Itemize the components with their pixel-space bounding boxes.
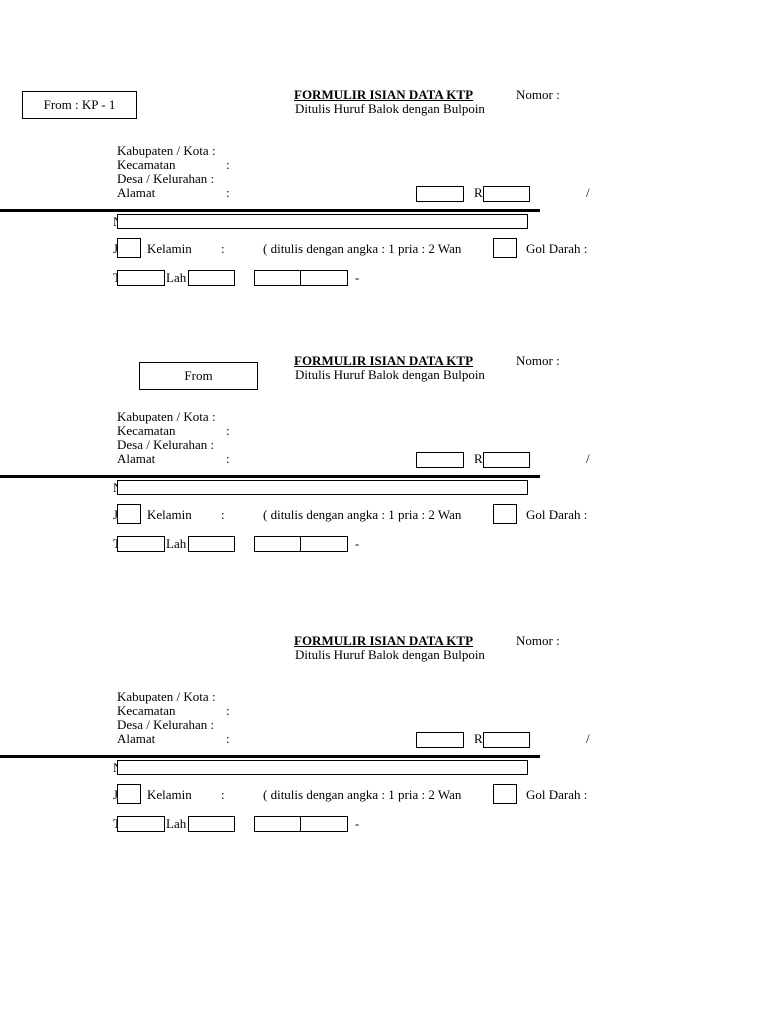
rw-slash: / <box>586 451 590 466</box>
bulan-input-box[interactable] <box>300 816 348 832</box>
kabupaten-label: Kabupaten / Kota : <box>117 689 216 704</box>
jenis-kelamin-box[interactable] <box>117 784 141 804</box>
nama-label: N <box>113 481 117 495</box>
lahir-input-box[interactable] <box>188 270 235 286</box>
ktp-form: FORMULIR ISIAN DATA KTP Nomor : Ditulis … <box>0 546 768 832</box>
jenis-kelamin-box[interactable] <box>117 238 141 258</box>
form-code-box: From : KP - 1 <box>22 91 137 119</box>
kelamin-colon: : <box>221 507 225 522</box>
kabupaten-label: Kabupaten / Kota : <box>117 143 216 158</box>
section-divider <box>0 475 540 478</box>
jenis-label: J <box>113 788 117 802</box>
rt-input-box[interactable] <box>483 452 530 468</box>
alamat-input-box[interactable] <box>416 452 464 468</box>
form-code-box: From <box>139 362 258 390</box>
date-dash: - <box>355 536 360 551</box>
warga-box[interactable] <box>493 504 517 524</box>
section-divider <box>0 209 540 212</box>
gol-darah-label: Gol Darah : <box>526 241 588 256</box>
tempat-input-box[interactable] <box>117 816 165 832</box>
ktp-form: From FORMULIR ISIAN DATA KTP Nomor : Dit… <box>0 266 768 552</box>
kelamin-colon: : <box>221 787 225 802</box>
kecamatan-label: Kecamatan <box>117 423 176 438</box>
kelamin-instruction: ( ditulis dengan angka : 1 pria : 2 Wan <box>263 788 462 802</box>
date-dash: - <box>355 816 360 831</box>
nomor-label: Nomor : <box>516 87 560 102</box>
kelamin-label: Kelamin <box>147 241 192 256</box>
date-dash: - <box>355 270 360 285</box>
kecamatan-label: Kecamatan <box>117 703 176 718</box>
desa-label: Desa / Kelurahan : <box>117 717 215 732</box>
bulan-input-box[interactable] <box>300 270 348 286</box>
kecamatan-label: Kecamatan <box>117 157 176 172</box>
rw-slash: / <box>586 185 590 200</box>
warga-box[interactable] <box>493 784 517 804</box>
desa-label: Desa / Kelurahan : <box>117 171 215 186</box>
jenis-label: J <box>113 508 117 522</box>
kecamatan-colon: : <box>226 423 230 438</box>
nama-input-box[interactable] <box>117 214 528 229</box>
form-code-label: From : KP - 1 <box>43 97 116 112</box>
nomor-label: Nomor : <box>516 353 560 368</box>
kelamin-instruction: ( ditulis dengan angka : 1 pria : 2 Wan <box>263 242 462 256</box>
rt-input-box[interactable] <box>483 732 530 748</box>
gol-darah-label: Gol Darah : <box>526 507 588 522</box>
ktp-form: From : KP - 1 FORMULIR ISIAN DATA KTP No… <box>0 0 768 286</box>
form-title: FORMULIR ISIAN DATA KTP <box>294 633 474 648</box>
kelamin-instruction: ( ditulis dengan angka : 1 pria : 2 Wan <box>263 508 462 522</box>
lahir-label: Lah <box>166 817 187 831</box>
form-subtitle: Ditulis Huruf Balok dengan Bulpoin <box>295 101 485 116</box>
desa-label: Desa / Kelurahan : <box>117 437 215 452</box>
rt-input-box[interactable] <box>483 186 530 202</box>
kelamin-label: Kelamin <box>147 507 192 522</box>
form-subtitle: Ditulis Huruf Balok dengan Bulpoin <box>295 367 485 382</box>
bulan-input-box[interactable] <box>300 536 348 552</box>
rt-label: Rt <box>474 732 484 746</box>
tempat-label: T <box>113 537 117 551</box>
kelamin-label: Kelamin <box>147 787 192 802</box>
alamat-label: Alamat <box>117 185 156 200</box>
alamat-input-box[interactable] <box>416 732 464 748</box>
lahir-input-box[interactable] <box>188 816 235 832</box>
nama-label: N <box>113 215 117 229</box>
lahir-label: Lah <box>166 271 187 285</box>
alamat-colon: : <box>226 731 230 746</box>
rw-slash: / <box>586 731 590 746</box>
kecamatan-colon: : <box>226 157 230 172</box>
tempat-label: T <box>113 271 117 285</box>
section-divider <box>0 755 540 758</box>
jenis-kelamin-box[interactable] <box>117 504 141 524</box>
form-code-label: From <box>184 368 213 383</box>
kabupaten-label: Kabupaten / Kota : <box>117 409 216 424</box>
nomor-label: Nomor : <box>516 633 560 648</box>
warga-box[interactable] <box>493 238 517 258</box>
gol-darah-label: Gol Darah : <box>526 787 588 802</box>
form-subtitle: Ditulis Huruf Balok dengan Bulpoin <box>295 647 485 662</box>
rt-label: Rt <box>474 452 484 466</box>
nama-input-box[interactable] <box>117 480 528 495</box>
nama-label: N <box>113 761 117 775</box>
alamat-input-box[interactable] <box>416 186 464 202</box>
rt-label: R <box>474 186 483 200</box>
nama-input-box[interactable] <box>117 760 528 775</box>
lahir-label: Lah <box>166 537 187 551</box>
tanggal-input-box[interactable] <box>254 816 301 832</box>
alamat-label: Alamat <box>117 451 156 466</box>
jenis-label: J <box>113 242 117 256</box>
form-title: FORMULIR ISIAN DATA KTP <box>294 353 474 368</box>
tempat-label: T <box>113 817 117 831</box>
alamat-colon: : <box>226 185 230 200</box>
tempat-input-box[interactable] <box>117 536 165 552</box>
tempat-input-box[interactable] <box>117 270 165 286</box>
kelamin-colon: : <box>221 241 225 256</box>
form-title: FORMULIR ISIAN DATA KTP <box>294 87 474 102</box>
alamat-colon: : <box>226 451 230 466</box>
alamat-label: Alamat <box>117 731 156 746</box>
lahir-input-box[interactable] <box>188 536 235 552</box>
kecamatan-colon: : <box>226 703 230 718</box>
